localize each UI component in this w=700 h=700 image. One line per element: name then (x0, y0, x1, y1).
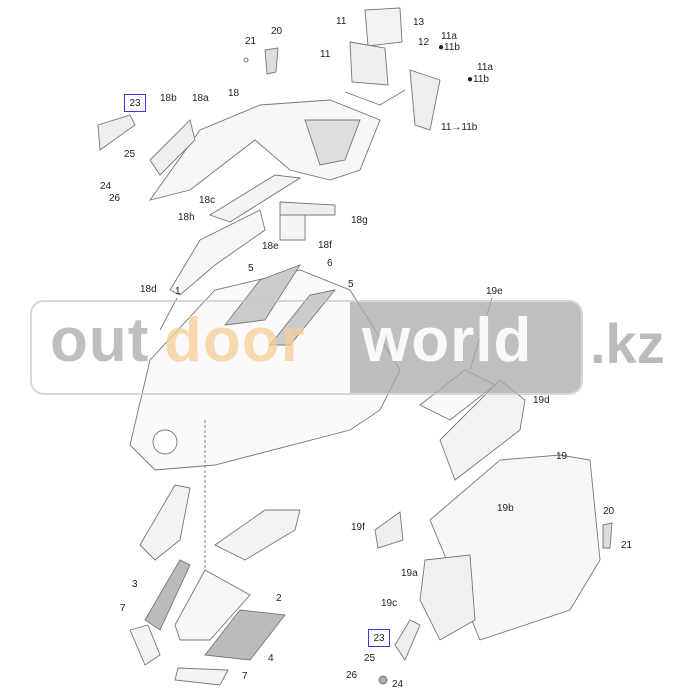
hood-light-hole (152, 429, 178, 455)
part-20-bottom (602, 522, 613, 549)
part-label: 19a (401, 568, 418, 579)
part-label: 3 (132, 579, 138, 590)
part-label: 18f (318, 240, 332, 251)
part-21 (243, 57, 249, 63)
drop-icon: ● (438, 42, 445, 53)
part-label: 4 (268, 653, 274, 664)
part-20 (264, 47, 279, 75)
part-label: 26 (346, 670, 358, 681)
part-label: 19e (486, 286, 503, 297)
part-18d (169, 209, 266, 296)
part-label: 2 (276, 593, 282, 604)
watermark-world: world (362, 306, 533, 375)
part-11b-bracket (409, 69, 441, 131)
part-label: 21 (245, 36, 257, 47)
part-label: 24 (392, 679, 404, 690)
part-label: ●11b (467, 74, 489, 85)
part-23-top (97, 114, 136, 151)
part-7-bottom (174, 667, 229, 686)
part-label: 7 (242, 671, 248, 682)
part-label: 5 (248, 263, 254, 274)
part-2 (174, 569, 251, 641)
part-3-grille (144, 559, 191, 631)
part-label: 20 (271, 26, 283, 37)
part-4-grille (204, 609, 286, 661)
part-label: 24 (100, 181, 112, 192)
part-label: 19f (351, 522, 365, 533)
highlighted-part-23[interactable]: 23 (368, 629, 390, 647)
part-label: 19c (381, 598, 398, 609)
part-label: 18h (178, 212, 195, 223)
part-7-left (129, 624, 161, 666)
part-label: 18a (192, 93, 209, 104)
part-18h (208, 174, 302, 223)
part-label: 1 (175, 286, 181, 297)
part-label: 19b (497, 503, 514, 514)
part-label: 13 (413, 17, 425, 28)
part-label: 25 (364, 653, 376, 664)
part-18g (279, 201, 336, 216)
watermark-door: door (164, 306, 306, 375)
leader-line-1 (159, 297, 178, 331)
part-5-vent-right (269, 289, 337, 346)
part-19f (374, 511, 404, 549)
part-label: 18 (228, 88, 240, 99)
part-label: ●11b (438, 42, 460, 53)
part-11-headlight (349, 41, 389, 86)
part-label: 11→11b (441, 122, 478, 133)
part-label: 18d (140, 284, 157, 295)
part-label: 18c (199, 195, 216, 206)
part-19a (419, 554, 476, 641)
part-label: 7 (120, 603, 126, 614)
part-label: 19 (556, 451, 568, 462)
part-label: 18g (351, 215, 368, 226)
part-label: 21 (621, 540, 633, 551)
drop-icon: ● (467, 74, 474, 85)
watermark-tld: .kz (590, 312, 665, 375)
watermark-out: out (50, 306, 150, 375)
watermark: out door world (30, 300, 583, 395)
part-23-bottom (394, 619, 421, 661)
part-24 (378, 675, 388, 685)
part-label: 18b (160, 93, 177, 104)
vent-left (139, 484, 191, 561)
part-label: 5 (348, 279, 354, 290)
part-label: 11a (441, 31, 457, 42)
part-label: 20 (603, 506, 615, 517)
part-label: 19d (533, 395, 550, 406)
part-label: 11 (336, 16, 347, 27)
highlighted-part-23[interactable]: 23 (124, 94, 146, 112)
part-5-vent (223, 264, 302, 326)
part-label: 26 (109, 193, 121, 204)
part-label: 12 (418, 37, 430, 48)
vent-center (214, 509, 301, 561)
part-label: 11 (320, 49, 331, 60)
part-18f (279, 214, 306, 241)
part-label: 11a (477, 62, 493, 73)
part-label: 25 (124, 149, 136, 160)
part-11-cover (364, 7, 403, 47)
part-18a (149, 119, 196, 176)
part-label: 18e (262, 241, 279, 252)
part-label: 6 (327, 258, 333, 269)
